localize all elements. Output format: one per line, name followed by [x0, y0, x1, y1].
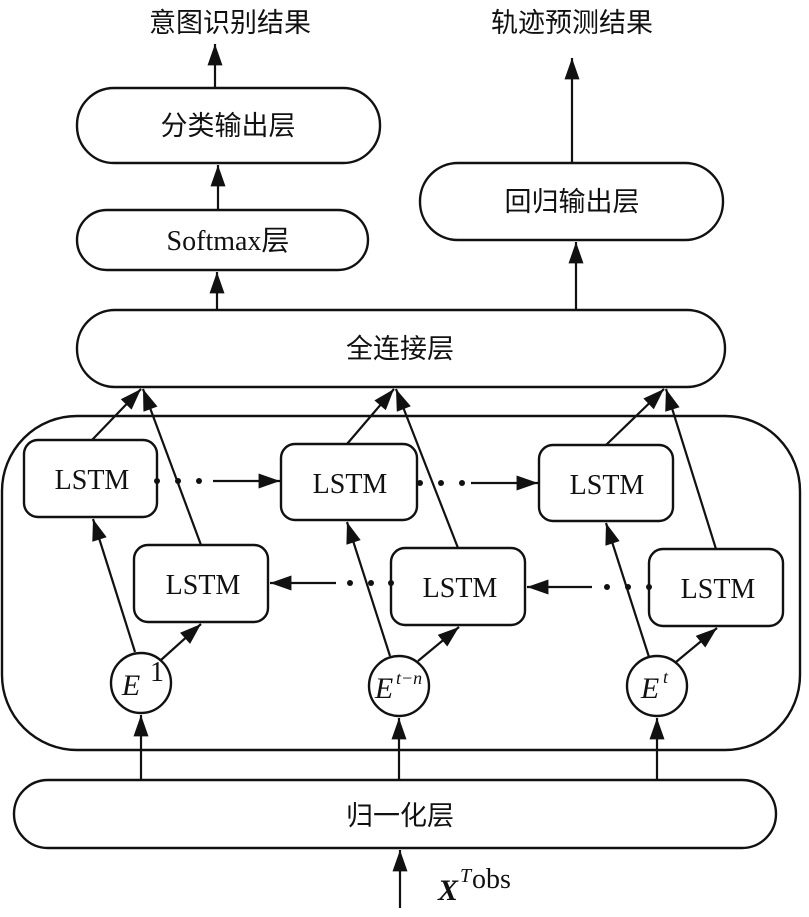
input-base: X — [437, 874, 459, 907]
lstm-backward-1-label: LSTM — [166, 570, 241, 601]
trajectory-result-label: 轨迹预测结果 — [491, 8, 653, 39]
regression-output-label: 回归输出层 — [505, 187, 640, 218]
intent-result-label: 意图识别结果 — [149, 8, 311, 39]
arrow-e2-to-backward-2 — [417, 626, 460, 662]
arrow-lstm-b1-to-fc — [141, 388, 203, 546]
arrow-lstm-b3-to-fc — [664, 388, 718, 550]
lstm-backward-2: LSTM — [389, 546, 527, 627]
lstm-forward-2-label: LSTM — [313, 469, 388, 500]
arrow-lstm-f3-to-fc — [605, 388, 665, 446]
fully-connected-label: 全连接层 — [346, 334, 454, 365]
fully-connected-layer — [75, 308, 727, 389]
embedding-e3-sup: t — [663, 667, 669, 687]
arrow-lstm-b2-to-fc — [394, 388, 460, 549]
embedding-e2-base: E — [374, 672, 393, 705]
forward-ellipsis-1 — [154, 478, 202, 484]
input-sup-sub: obs — [472, 864, 511, 895]
input-label: X T obs — [437, 864, 511, 907]
classification-output-layer — [75, 86, 382, 165]
arrow-lstm-f1-to-fc — [91, 388, 142, 441]
forward-ellipsis-2 — [417, 480, 465, 486]
lstm-forward-1: LSTM — [22, 438, 159, 519]
classification-output-label: 分类输出层 — [161, 111, 296, 142]
regression-output-layer — [418, 161, 725, 242]
embedding-e1-base: E — [121, 669, 140, 702]
softmax-layer — [75, 208, 370, 272]
lstm-backward-3: LSTM — [647, 547, 785, 628]
arrow-e3-to-backward-3 — [675, 627, 718, 663]
embedding-e1: E 1 — [109, 651, 173, 715]
lstm-forward-2: LSTM — [279, 442, 419, 522]
normalization-label: 归一化层 — [346, 801, 454, 832]
lstm-forward-3-label: LSTM — [570, 470, 645, 501]
bilstm-container — [0, 414, 802, 752]
arrow-e1-to-backward-1 — [160, 623, 202, 661]
lstm-forward-3: LSTM — [537, 443, 675, 523]
lstm-backward-1: LSTM — [132, 543, 270, 624]
embedding-e2: E t−n — [367, 654, 431, 718]
backward-ellipsis-1 — [347, 580, 394, 586]
normalization-layer — [12, 778, 778, 850]
arrow-e1-to-forward-1 — [91, 518, 137, 653]
embedding-e3-base: E — [640, 672, 659, 705]
softmax-label: Softmax层 — [167, 226, 290, 257]
arrow-lstm-f2-to-fc — [346, 388, 395, 445]
lstm-backward-3-label: LSTM — [681, 574, 756, 605]
embedding-e1-sup: 1 — [150, 657, 164, 688]
embedding-e3: E t — [625, 654, 689, 718]
lstm-forward-1-label: LSTM — [55, 465, 130, 496]
lstm-backward-2-label: LSTM — [423, 573, 498, 604]
embedding-e2-sup: t−n — [396, 668, 422, 688]
arrow-e2-to-forward-2 — [345, 521, 392, 657]
arrow-e3-to-forward-3 — [604, 522, 651, 658]
input-sup-base: T — [460, 865, 473, 887]
